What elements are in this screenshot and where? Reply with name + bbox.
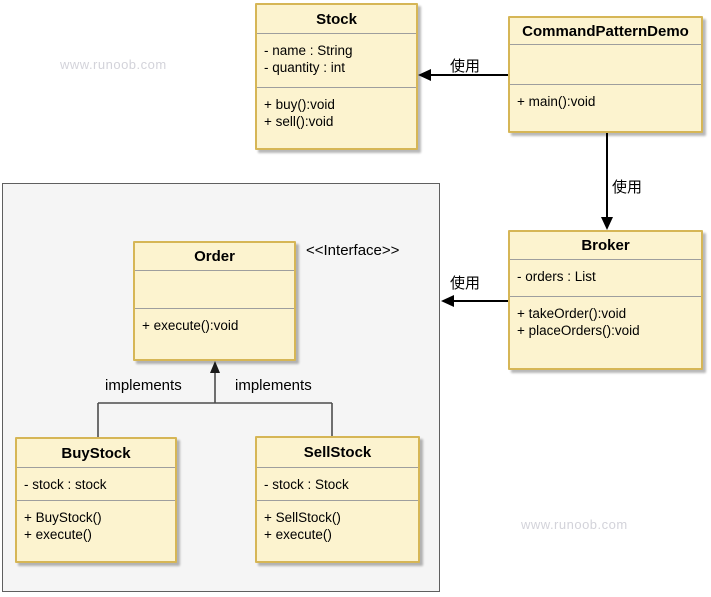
class-methods: + execute():void	[135, 309, 294, 334]
class-methods: + buy():void + sell():void	[257, 88, 416, 130]
class-fields: - stock : Stock	[257, 468, 418, 501]
class-methods: + BuyStock() + execute()	[17, 501, 175, 543]
method-row: + placeOrders():void	[517, 323, 640, 338]
class-title: Stock	[257, 5, 416, 34]
method-row: + execute():void	[142, 318, 239, 333]
class-title: CommandPatternDemo	[510, 18, 701, 45]
field-row: - stock : Stock	[264, 477, 349, 492]
field-row: - quantity : int	[264, 60, 346, 75]
class-box-order: Order + execute():void	[133, 241, 296, 361]
arrowhead-left-icon	[418, 69, 431, 81]
class-fields	[135, 271, 294, 309]
class-title: SellStock	[257, 438, 418, 468]
field-row: - stock : stock	[24, 477, 107, 492]
class-fields: - stock : stock	[17, 468, 175, 501]
class-title: Broker	[510, 232, 701, 260]
class-fields: - name : String - quantity : int	[257, 34, 416, 88]
class-fields	[510, 45, 701, 85]
interface-stereotype-label: <<Interface>>	[306, 242, 400, 259]
class-methods: + SellStock() + execute()	[257, 501, 418, 543]
use-label: 使用	[450, 275, 481, 292]
method-row: + execute()	[264, 527, 332, 542]
method-row: + sell():void	[264, 114, 334, 129]
field-row: - orders : List	[517, 269, 596, 284]
implements-label: implements	[105, 377, 182, 394]
class-box-broker: Broker - orders : List + takeOrder():voi…	[508, 230, 703, 370]
class-box-buystock: BuyStock - stock : stock + BuyStock() + …	[15, 437, 177, 563]
watermark: www.runoob.com	[60, 57, 167, 72]
method-row: + buy():void	[264, 97, 335, 112]
method-row: + takeOrder():void	[517, 306, 627, 321]
class-methods: + main():void	[510, 85, 701, 110]
class-box-sellstock: SellStock - stock : Stock + SellStock() …	[255, 436, 420, 563]
method-row: + execute()	[24, 527, 92, 542]
watermark: www.runoob.com	[521, 517, 628, 532]
field-row: - name : String	[264, 43, 353, 58]
use-label: 使用	[450, 58, 481, 75]
method-row: + BuyStock()	[24, 510, 102, 525]
class-box-stock: Stock - name : String - quantity : int +…	[255, 3, 418, 150]
method-row: + main():void	[517, 94, 596, 109]
use-label: 使用	[612, 179, 643, 196]
implements-label: implements	[235, 377, 312, 394]
class-methods: + takeOrder():void + placeOrders():void	[510, 297, 701, 339]
method-row: + SellStock()	[264, 510, 341, 525]
class-fields: - orders : List	[510, 260, 701, 297]
class-box-command-pattern-demo: CommandPatternDemo + main():void	[508, 16, 703, 133]
class-title: Order	[135, 243, 294, 271]
arrowhead-left-icon	[441, 295, 454, 307]
arrowhead-down-icon	[601, 217, 613, 230]
class-title: BuyStock	[17, 439, 175, 468]
